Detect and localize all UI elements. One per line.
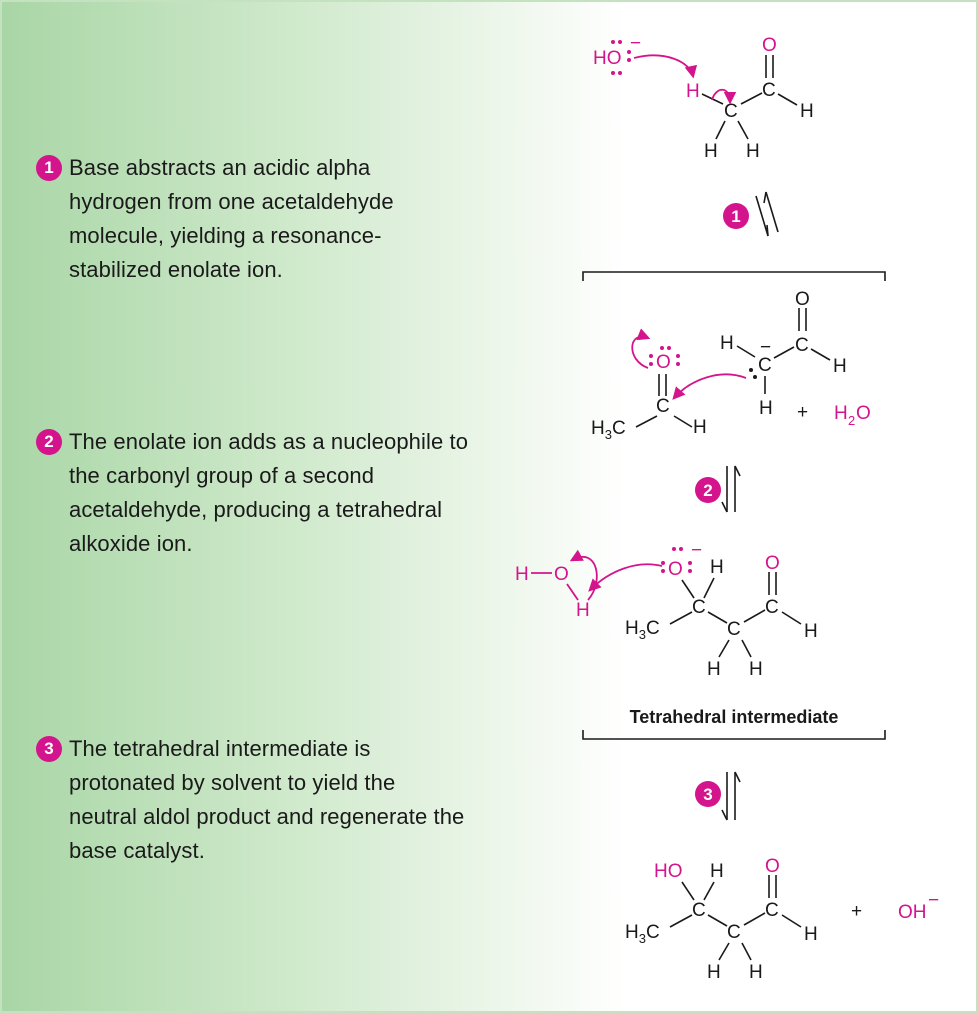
enolate-carbon: C bbox=[758, 355, 772, 376]
aldol-hydroxyl: HO bbox=[654, 861, 683, 882]
bracket-bottom bbox=[582, 730, 886, 740]
svg-text:H: H bbox=[804, 621, 818, 642]
arrow-3-label: 3 bbox=[703, 785, 712, 804]
equilibrium-arrow-1: 1 bbox=[723, 191, 779, 237]
step-1-description: 1 Base abstracts an acidic alpha hydroge… bbox=[36, 151, 476, 287]
svg-text:H: H bbox=[707, 962, 721, 983]
svg-text:H: H bbox=[704, 141, 718, 162]
svg-text:H: H bbox=[749, 659, 763, 680]
svg-text:C: C bbox=[795, 335, 809, 356]
svg-text:H: H bbox=[720, 333, 734, 354]
svg-text:C: C bbox=[765, 597, 779, 618]
alpha-hydrogen: H bbox=[686, 81, 700, 102]
svg-text:H3C: H3C bbox=[625, 618, 660, 642]
step-3-text: The tetrahedral intermediate is protonat… bbox=[69, 736, 465, 863]
svg-text:H: H bbox=[749, 962, 763, 983]
alkoxide-oxygen: O bbox=[668, 559, 683, 580]
alpha-carbon: C bbox=[724, 101, 738, 122]
svg-text:H: H bbox=[693, 417, 707, 438]
svg-text:C: C bbox=[727, 922, 741, 943]
acetaldehyde-1: H C C O H H H bbox=[686, 35, 814, 162]
water-solvent: H O H bbox=[515, 549, 598, 621]
svg-text:O: O bbox=[856, 403, 871, 424]
step-3-badge: 3 bbox=[36, 736, 62, 762]
svg-text:H: H bbox=[833, 356, 847, 377]
equilibrium-arrow-2: 2 bbox=[695, 465, 741, 513]
svg-text:C: C bbox=[656, 396, 670, 417]
enolate-ion: H C − C O H H bbox=[720, 289, 847, 419]
acetaldehyde-2: O C H3C H bbox=[591, 328, 707, 442]
arrow-1-label: 1 bbox=[731, 207, 740, 226]
step-3-description: 3 The tetrahedral intermediate is proton… bbox=[36, 732, 476, 868]
curved-arrow-protonation bbox=[588, 563, 663, 592]
tetrahedral-intermediate-label: Tetrahedral intermediate bbox=[630, 707, 839, 727]
curved-arrow-pi-to-oxygen bbox=[631, 328, 651, 369]
svg-text:C: C bbox=[692, 597, 706, 618]
hydroxide-label: HO bbox=[593, 48, 622, 69]
step-2-text: The enolate ion adds as a nucleophile to… bbox=[69, 429, 469, 556]
svg-text:C: C bbox=[727, 619, 741, 640]
svg-text:OH: OH bbox=[898, 902, 927, 923]
water-h: H bbox=[834, 403, 848, 424]
svg-text:O: O bbox=[765, 553, 780, 574]
svg-text:O: O bbox=[795, 289, 810, 310]
curved-arrow-enolate-attack bbox=[672, 373, 747, 400]
svg-text:2: 2 bbox=[848, 413, 855, 428]
tetrahedral-alkoxide: O − H C H3C C C O H H H bbox=[625, 540, 818, 680]
step-2-description: 2 The enolate ion adds as a nucleophile … bbox=[36, 425, 476, 561]
curved-arrow-base-attack bbox=[633, 54, 698, 79]
svg-text:C: C bbox=[765, 900, 779, 921]
svg-text:H: H bbox=[515, 564, 529, 585]
aldol-product: HO H C H3C C C O H H H bbox=[625, 856, 818, 983]
water-molecule: H 2 O bbox=[834, 403, 871, 428]
svg-text:H: H bbox=[746, 141, 760, 162]
svg-text:H: H bbox=[800, 101, 814, 122]
curved-arrow-oh-bond bbox=[569, 549, 598, 601]
plus-sign-2: + bbox=[851, 901, 862, 922]
svg-text:O: O bbox=[554, 564, 569, 585]
svg-text:H: H bbox=[710, 861, 724, 882]
hydroxide-regenerated: OH − bbox=[898, 890, 939, 923]
svg-text:−: − bbox=[760, 337, 771, 358]
hydroxide-ion: HO − bbox=[593, 33, 641, 75]
carbonyl-oxygen-2: O bbox=[656, 352, 671, 373]
water-proton: H bbox=[576, 600, 590, 621]
svg-text:O: O bbox=[765, 856, 780, 877]
step-1-text: Base abstracts an acidic alpha hydrogen … bbox=[69, 155, 394, 282]
methyl-group: H3C bbox=[591, 418, 626, 442]
svg-text:C: C bbox=[692, 900, 706, 921]
hydroxide-charge: − bbox=[630, 33, 641, 54]
svg-text:H3C: H3C bbox=[625, 922, 660, 946]
svg-text:C: C bbox=[762, 80, 776, 101]
step-2-badge: 2 bbox=[36, 429, 62, 455]
svg-text:H: H bbox=[710, 557, 724, 578]
bracket-top bbox=[582, 271, 886, 281]
curved-arrow-bond-to-carbon bbox=[711, 88, 737, 105]
carbonyl-oxygen-1: O bbox=[762, 35, 777, 56]
plus-sign-1: + bbox=[797, 402, 808, 423]
svg-text:H: H bbox=[759, 398, 773, 419]
step-1-badge: 1 bbox=[36, 155, 62, 181]
svg-text:−: − bbox=[691, 540, 702, 561]
svg-text:−: − bbox=[928, 890, 939, 911]
svg-text:H: H bbox=[804, 924, 818, 945]
arrow-2-label: 2 bbox=[703, 481, 712, 500]
equilibrium-arrow-3: 3 bbox=[695, 771, 741, 821]
svg-text:H: H bbox=[707, 659, 721, 680]
